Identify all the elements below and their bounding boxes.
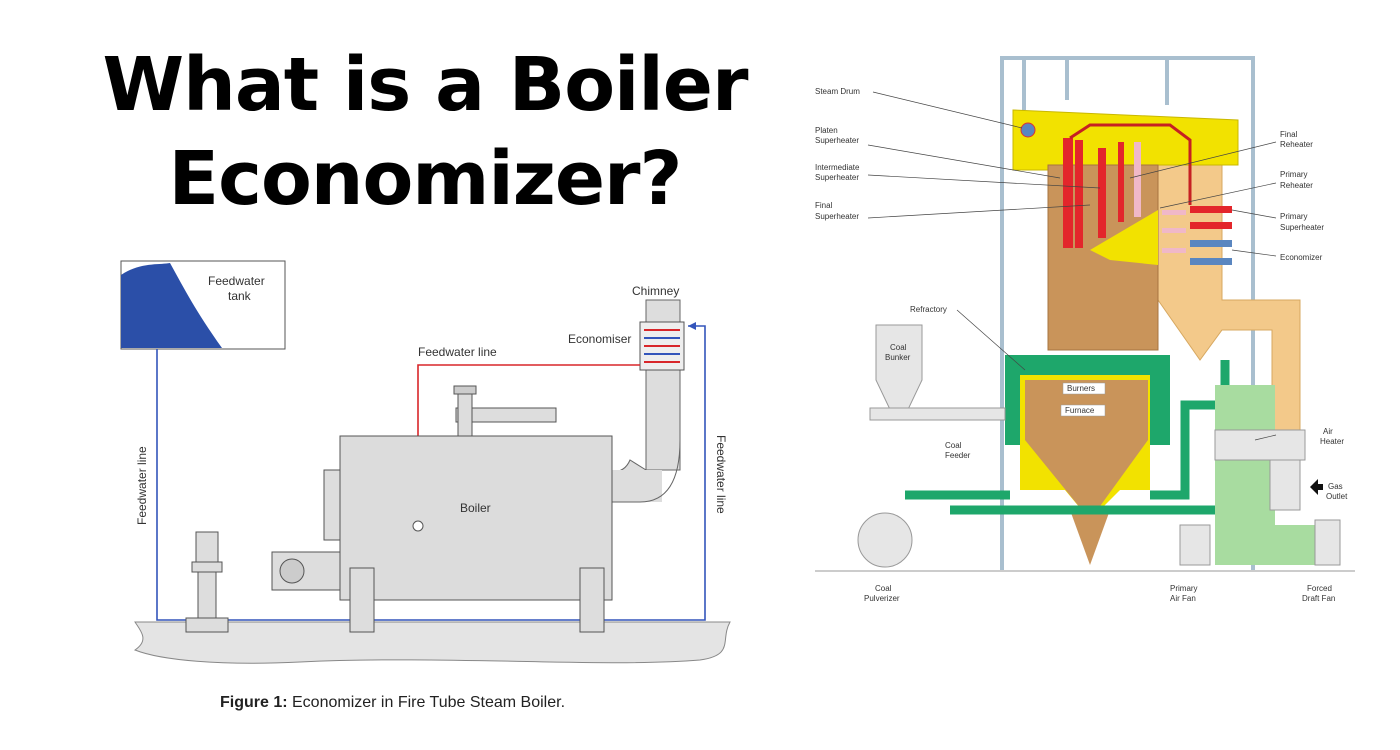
label-coal-feeder-2: Feeder [945,451,971,460]
label-air-heater: Air [1323,427,1333,436]
label-final-reheater: Final [1280,130,1298,139]
economiser [639,321,685,371]
title-line-2: Economizer? [168,136,683,222]
penthouse [1012,109,1239,171]
feedwater-tank: Feedwater tank [120,260,286,350]
feedwater-tank-label-2: tank [228,289,252,303]
label-burners: Burners [1067,384,1095,393]
chimney-label: Chimney [632,284,679,298]
label-economizer: Economizer [1280,253,1323,262]
title-line-1: What is a Boiler [102,42,749,128]
label-platen-superheater: Platen [815,126,838,135]
economiser-label: Economiser [568,332,631,346]
page-title: What is a Boiler Economizer? [60,38,790,226]
label-final-superheater: Final [815,201,833,210]
label-final-reheater-2: Reheater [1280,140,1313,149]
label-primary-superheater: Primary [1280,212,1308,221]
feedwater-line-left-label: Feedwater line [135,446,149,525]
label-primary-air-fan: Primary [1170,584,1198,593]
label-platen-superheater-2: Superheater [815,136,859,145]
economizer-tubes [1190,240,1232,265]
steam-drum [1020,122,1036,138]
coal-equipment [857,324,1341,568]
label-coal-bunker: Coal [890,343,907,352]
label-coal-feeder: Coal [945,441,962,450]
label-primary-reheater-2: Reheater [1280,181,1313,190]
label-air-heater-2: Heater [1320,437,1344,446]
boiler-label: Boiler [460,501,491,515]
label-intermediate-superheater: Intermediate [815,163,860,172]
feedwater-line-right-label: Feedwater line [714,435,728,514]
gas-outlet-arrow-icon [1310,479,1323,495]
feed-pump [185,531,229,633]
label-coal-pulverizer-2: Pulverizer [864,594,900,603]
label-primary-air-fan-2: Air Fan [1170,594,1196,603]
figure-1-caption: Figure 1: Economizer in Fire Tube Steam … [220,694,565,712]
label-furnace: Furnace [1065,406,1095,415]
feedwater-tank-label: Feedwater [208,274,265,288]
feedwater-line-top-label: Feedwater line [418,345,497,359]
caption-text: Economizer in Fire Tube Steam Boiler. [287,694,566,711]
leader-lines [867,91,1277,441]
reheater-tubes [1134,142,1186,253]
superheater-tubes [1063,123,1232,248]
label-gas-outlet-2: Outlet [1326,492,1348,501]
label-coal-pulverizer: Coal [875,584,892,593]
feedwater-line-left [156,325,706,621]
caption-prefix: Figure 1: [220,694,288,711]
label-primary-superheater-2: Superheater [1280,223,1324,232]
label-gas-outlet: Gas [1328,482,1343,491]
label-primary-reheater: Primary [1280,170,1308,179]
label-steam-drum: Steam Drum [815,87,860,96]
label-final-superheater-2: Superheater [815,212,859,221]
label-forced-draft-fan-2: Draft Fan [1302,594,1335,603]
label-refractory: Refractory [910,305,947,314]
boiler [271,385,613,633]
label-intermediate-superheater-2: Superheater [815,173,859,182]
label-coal-bunker-2: Bunker [885,353,911,362]
label-forced-draft-fan: Forced [1307,584,1332,593]
